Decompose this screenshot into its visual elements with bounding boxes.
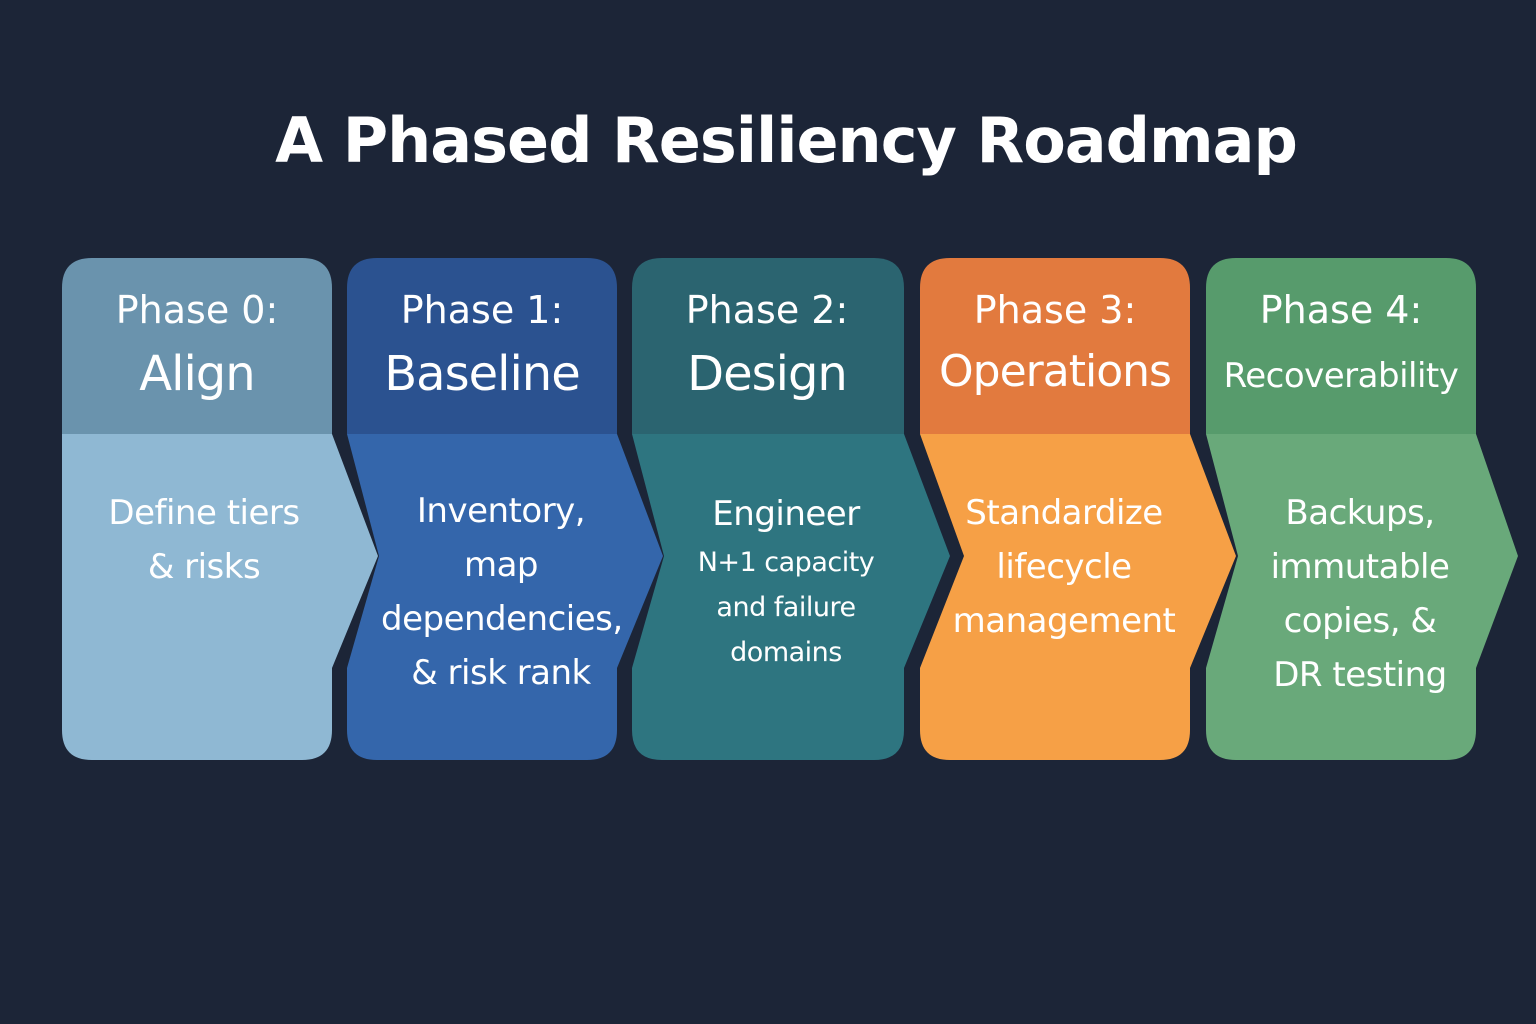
phase-description-1-line: dependencies,: [381, 599, 623, 639]
phase-description-1-line: map: [463, 545, 539, 585]
phase-description-2-line: domains: [730, 637, 842, 668]
phase-name-3: Operations: [939, 346, 1172, 397]
phase-number-2: Phase 2:: [685, 288, 849, 332]
phase-description-2-line: Engineer: [712, 494, 860, 534]
phase-card-4-head: [1206, 258, 1476, 434]
phase-card-2: Phase 2: Design Engineer N+1 capacity an…: [632, 258, 950, 760]
phase-card-1-head: [347, 258, 617, 434]
phase-description-1-line: Inventory,: [416, 491, 586, 531]
phase-number-3: Phase 3:: [973, 288, 1137, 332]
phase-card-0-shape: [62, 258, 378, 760]
phase-description-4-line: immutable: [1270, 547, 1450, 587]
phase-number-4: Phase 4:: [1259, 288, 1423, 332]
phase-name-1: Baseline: [384, 346, 581, 402]
phase-description-4: Backups, immutable copies, & DR testing: [1240, 486, 1480, 702]
phase-description-3-line: management: [952, 601, 1176, 641]
phase-description-0-line: & risks: [147, 547, 261, 587]
phase-card-4-body: [1206, 434, 1518, 760]
phase-header-0: Phase 0: Align: [62, 258, 332, 434]
phase-name-0: Align: [139, 346, 255, 402]
phase-header-3: Phase 3: Operations: [920, 258, 1190, 434]
phase-card-2-shape: [632, 258, 950, 760]
phase-description-0-line: Define tiers: [108, 493, 300, 533]
phase-description-1-line: & risk rank: [411, 653, 591, 693]
phase-description-4-line: Backups,: [1285, 493, 1435, 533]
phase-card-3-shape: [920, 258, 1236, 760]
phase-name-4: Recoverability: [1223, 356, 1459, 396]
phase-description-3: Standardize lifecycle management: [944, 486, 1184, 648]
phase-number-1: Phase 1:: [400, 288, 564, 332]
phase-card-1-body: [347, 434, 663, 760]
phase-card-4: Phase 4: Recoverability Backups, immutab…: [1206, 258, 1518, 760]
phase-description-4-line: copies, &: [1283, 601, 1437, 641]
phase-card-3-body: [920, 434, 1236, 760]
phase-header-4: Phase 4: Recoverability: [1206, 258, 1476, 434]
phase-card-4-shape: [1206, 258, 1518, 760]
phase-header-2: Phase 2: Design: [632, 258, 902, 434]
phase-card-0-body: [62, 434, 378, 760]
phase-description-2: Engineer N+1 capacity and failure domain…: [666, 486, 906, 675]
page-title: A Phased Resiliency Roadmap: [0, 104, 1536, 177]
phase-description-0: Define tiers & risks: [84, 486, 324, 594]
phase-card-1: Phase 1: Baseline Inventory, map depende…: [347, 258, 663, 760]
phase-card-3-head: [920, 258, 1190, 434]
phase-card-3: Phase 3: Operations Standardize lifecycl…: [920, 258, 1236, 760]
phase-description-3-line: Standardize: [965, 493, 1163, 533]
phase-card-1-shape: [347, 258, 663, 760]
phase-name-2: Design: [687, 346, 848, 402]
phase-description-2-line: N+1 capacity: [697, 547, 875, 578]
phase-description-4-line: DR testing: [1273, 655, 1447, 695]
phase-header-1: Phase 1: Baseline: [347, 258, 617, 434]
phase-card-0: Phase 0: Align Define tiers & risks: [62, 258, 378, 760]
phase-description-2-line: and failure: [716, 592, 856, 623]
page-title-text: A Phased Resiliency Roadmap: [275, 104, 1298, 177]
phase-card-0-head: [62, 258, 332, 434]
phase-number-0: Phase 0:: [115, 288, 279, 332]
phase-description-1: Inventory, map dependencies, & risk rank: [381, 484, 623, 700]
phase-card-2-head: [632, 258, 904, 434]
phase-card-2-body: [632, 434, 950, 760]
phase-description-3-line: lifecycle: [996, 547, 1132, 587]
